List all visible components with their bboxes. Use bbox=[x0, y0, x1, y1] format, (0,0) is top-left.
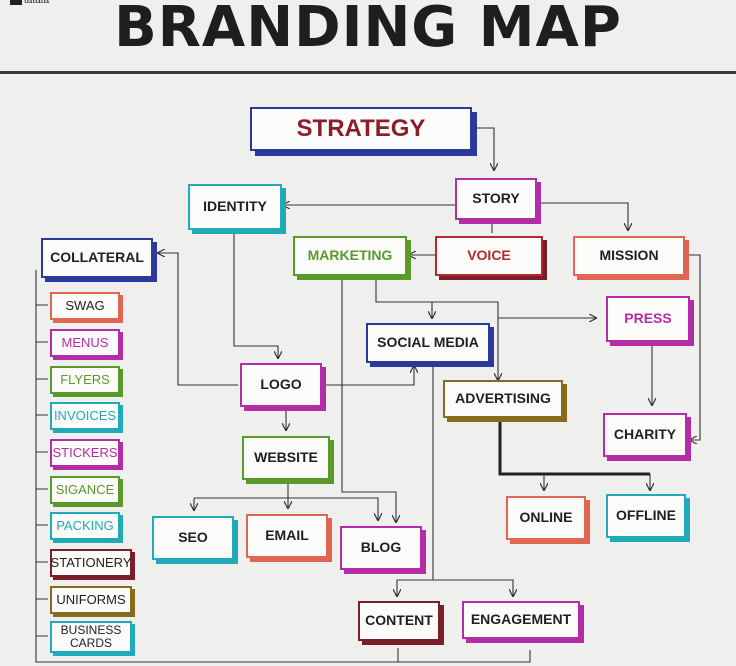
connector bbox=[688, 254, 701, 440]
node-collateral: COLLATERAL bbox=[41, 238, 153, 278]
collateral-item-stickers: STICKERS bbox=[50, 439, 120, 467]
node-charity: CHARITY bbox=[603, 413, 687, 457]
collateral-item-packing: PACKING bbox=[50, 512, 120, 540]
collateral-item-menus: MENUS bbox=[50, 329, 120, 357]
node-identity: IDENTITY bbox=[188, 184, 282, 230]
connector bbox=[324, 366, 414, 386]
connector bbox=[397, 366, 434, 596]
connector bbox=[341, 279, 396, 522]
node-engagement: ENGAGEMENT bbox=[462, 601, 580, 639]
node-website: WEBSITE bbox=[242, 436, 330, 480]
node-strategy: STRATEGY bbox=[250, 107, 472, 151]
page-title: BRANDING MAP bbox=[114, 0, 622, 60]
logo-text: tatata bbox=[24, 0, 50, 6]
connector bbox=[35, 270, 531, 663]
collateral-item-flyers: FLYERS bbox=[50, 366, 120, 394]
connector bbox=[538, 202, 628, 230]
node-blog: BLOG bbox=[340, 526, 422, 570]
node-content: CONTENT bbox=[358, 601, 440, 641]
connector bbox=[498, 422, 650, 476]
collateral-item-sigance: SIGANCE bbox=[50, 476, 120, 504]
connector bbox=[233, 232, 278, 358]
node-offline: OFFLINE bbox=[606, 494, 686, 538]
connector bbox=[472, 127, 494, 170]
node-online: ONLINE bbox=[506, 496, 586, 540]
connector bbox=[433, 579, 513, 596]
collateral-item-business-cards: BUSINESS CARDS bbox=[50, 621, 132, 653]
node-seo: SEO bbox=[152, 516, 234, 560]
node-email: EMAIL bbox=[246, 514, 328, 558]
title-divider bbox=[0, 71, 736, 74]
node-marketing: MARKETING bbox=[293, 236, 407, 276]
connector bbox=[375, 279, 432, 318]
connector bbox=[158, 253, 238, 386]
connector bbox=[194, 497, 378, 520]
node-advertising: ADVERTISING bbox=[443, 380, 563, 418]
logo-square-icon bbox=[10, 0, 22, 5]
node-voice: VOICE bbox=[435, 236, 543, 276]
collateral-item-stationery: STATIONERY bbox=[50, 549, 132, 577]
node-story: STORY bbox=[455, 178, 537, 220]
collateral-item-invoices: INVOICES bbox=[50, 402, 120, 430]
collateral-item-swag: SWAG bbox=[50, 292, 120, 320]
node-press: PRESS bbox=[606, 296, 690, 342]
node-mission: MISSION bbox=[573, 236, 685, 276]
connector bbox=[432, 301, 498, 380]
node-social-media: SOCIAL MEDIA bbox=[366, 323, 490, 363]
publisher-logo: tatata bbox=[4, 0, 84, 10]
node-logo: LOGO bbox=[240, 363, 322, 407]
collateral-item-uniforms: UNIFORMS bbox=[50, 586, 132, 614]
